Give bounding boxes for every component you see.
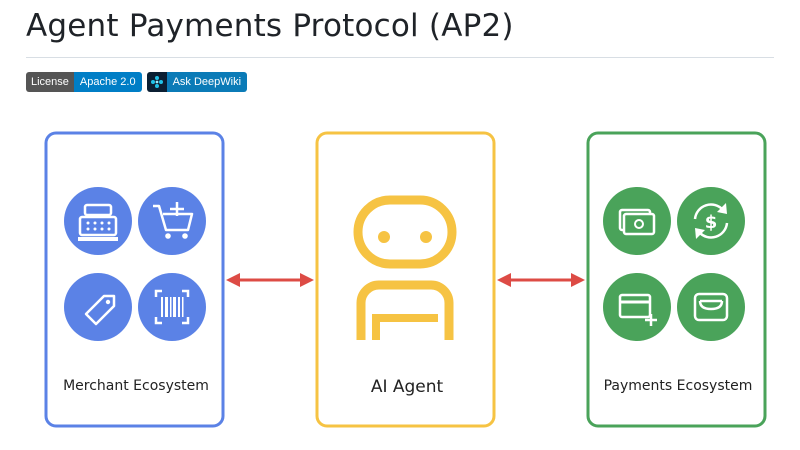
robot-icon	[353, 195, 457, 340]
license-badge-value: Apache 2.0	[73, 72, 142, 92]
agent-card	[315, 131, 496, 428]
barcode-scanner-icon	[138, 273, 206, 341]
license-badge-label: License	[26, 72, 74, 92]
deepwiki-icon	[146, 72, 167, 92]
price-tag-icon	[64, 273, 132, 341]
deepwiki-badge-label: Ask DeepWiki	[166, 72, 248, 92]
ai-agent-label: AI Agent	[370, 377, 444, 397]
add-card-icon	[603, 273, 671, 341]
cash-register-icon	[64, 187, 132, 255]
cash-icon	[603, 187, 671, 255]
agent-payments-arrow	[497, 273, 585, 287]
title-divider	[26, 57, 774, 58]
svg-text:$: $	[705, 212, 718, 233]
currency-exchange-icon: $	[677, 187, 745, 255]
wallet-icon	[677, 273, 745, 341]
page-title: Agent Payments Protocol (AP2)	[26, 8, 514, 44]
merchant-ecosystem-label: Merchant Ecosystem	[63, 378, 209, 394]
merchant-agent-arrow	[226, 273, 314, 287]
add-to-cart-icon	[138, 187, 206, 255]
deepwiki-badge[interactable]: Ask DeepWiki	[146, 72, 248, 92]
badge-row: License Apache 2.0 Ask DeepWiki	[26, 72, 248, 92]
license-badge[interactable]: License Apache 2.0	[26, 72, 142, 92]
payments-ecosystem-label: Payments Ecosystem	[603, 378, 753, 394]
